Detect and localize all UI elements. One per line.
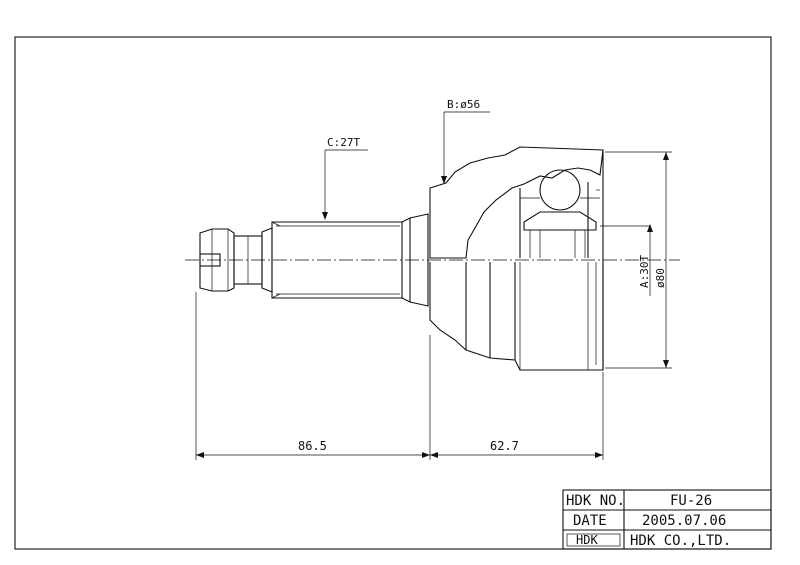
diameter-outer-text: ø80: [654, 268, 667, 288]
stub-shaft: [199, 213, 429, 307]
date-label: DATE: [573, 513, 607, 529]
company-logo: HDK: [576, 533, 598, 547]
label-diameter-b: B:ø56: [441, 98, 490, 184]
company-name: HDK CO.,LTD.: [630, 533, 731, 549]
title-block: HDK NO. FU-26 DATE 2005.07.06 HDK HDK CO…: [562, 489, 772, 550]
dimension-outer-diameter: [605, 151, 672, 369]
label-spline-a: A:30T ø80: [600, 224, 667, 296]
label-spline-c: C:27T: [322, 136, 368, 220]
cv-housing: [429, 146, 604, 371]
part-number-label: HDK NO.: [566, 493, 625, 509]
drawing-frame: [14, 36, 772, 550]
length-housing-text: 62.7: [490, 439, 519, 453]
spline-a-text: A:30T: [638, 255, 651, 288]
length-shaft-text: 86.5: [298, 439, 327, 453]
part-number-value: FU-26: [670, 493, 712, 509]
diameter-b-text: B:ø56: [447, 98, 480, 111]
spline-c-text: C:27T: [327, 136, 360, 149]
dimension-lengths: 86.5 62.7: [195, 292, 604, 460]
date-value: 2005.07.06: [642, 513, 726, 529]
